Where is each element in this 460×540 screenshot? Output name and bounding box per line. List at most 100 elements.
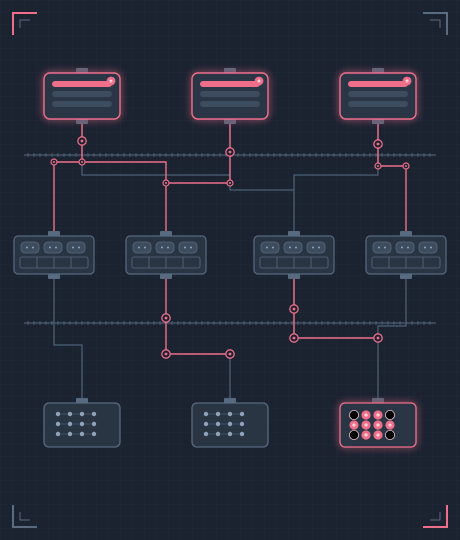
corner-bracket-icon [423, 12, 448, 35]
bottom-module-1[interactable] [43, 398, 121, 448]
empty-peg[interactable] [384, 409, 395, 420]
module-slot [200, 101, 260, 107]
junction-node-icon[interactable] [50, 158, 58, 166]
peg-dot[interactable] [227, 431, 233, 437]
peg-dot[interactable] [79, 411, 85, 417]
module-button[interactable] [260, 241, 280, 254]
corner-bracket-icon [430, 19, 441, 28]
peg-dot[interactable] [91, 421, 97, 427]
junction-node-icon[interactable] [78, 158, 86, 166]
junction-node-icon[interactable] [77, 136, 87, 146]
module-slot [52, 91, 112, 97]
plug-connector-icon [76, 398, 88, 403]
module-button[interactable] [395, 241, 415, 254]
peg-dot[interactable] [55, 431, 61, 437]
corner-bracket-icon [12, 505, 37, 528]
bus-lines [24, 153, 436, 325]
plug-connector-icon [372, 119, 384, 124]
peg-dot[interactable] [239, 431, 245, 437]
junction-node-icon[interactable] [374, 162, 382, 170]
peg-dot[interactable] [67, 431, 73, 437]
junction-node-icon[interactable] [289, 333, 299, 343]
corner-bracket-icon [12, 12, 37, 35]
plug-connector-icon [76, 68, 88, 73]
round-button-icon [109, 79, 113, 83]
junction-node-icon[interactable] [373, 139, 383, 149]
junction-node-icon[interactable] [225, 349, 235, 359]
junction-node-icon[interactable] [226, 179, 234, 187]
plug-connector-icon [288, 274, 300, 279]
module-button[interactable] [20, 241, 40, 254]
module-button[interactable] [43, 241, 63, 254]
peg-dot[interactable] [215, 411, 221, 417]
middle-module-2[interactable] [125, 231, 207, 279]
module-button[interactable] [178, 241, 198, 254]
peg-dot[interactable] [215, 421, 221, 427]
peg-dot[interactable] [203, 411, 209, 417]
peg-dot[interactable] [203, 431, 209, 437]
plug-connector-icon [288, 231, 300, 236]
module-slot [52, 81, 112, 87]
module-button[interactable] [283, 241, 303, 254]
module-button[interactable] [132, 241, 152, 254]
junctions [50, 136, 410, 359]
peg-dot[interactable] [79, 421, 85, 427]
module-button[interactable] [372, 241, 392, 254]
plug-connector-icon [400, 231, 412, 236]
middle-module-1[interactable] [13, 231, 95, 279]
peg-dot[interactable] [203, 421, 209, 427]
module-slot [348, 81, 408, 87]
top-module-1[interactable] [43, 68, 121, 124]
plug-connector-icon [400, 274, 412, 279]
module-button[interactable] [66, 241, 86, 254]
empty-peg[interactable] [384, 429, 395, 440]
top-module-3[interactable] [339, 68, 417, 124]
corner-bracket-icon [430, 512, 441, 521]
junction-node-icon[interactable] [161, 313, 171, 323]
peg-dot[interactable] [91, 411, 97, 417]
plug-connector-icon [76, 119, 88, 124]
module-slot [348, 91, 408, 97]
module-slot [200, 91, 260, 97]
bottom-module-2[interactable] [191, 398, 269, 448]
peg-dot[interactable] [67, 411, 73, 417]
peg-dot[interactable] [239, 421, 245, 427]
middle-module-4[interactable] [365, 231, 447, 279]
top-module-2[interactable] [191, 68, 269, 124]
plug-connector-icon [48, 231, 60, 236]
junction-node-icon[interactable] [402, 162, 410, 170]
modules [13, 68, 447, 448]
peg-dot[interactable] [91, 431, 97, 437]
wire-active [82, 161, 167, 236]
plug-connector-icon [160, 274, 172, 279]
peg-dot[interactable] [79, 431, 85, 437]
peg-dot[interactable] [215, 431, 221, 437]
peg-dot[interactable] [67, 421, 73, 427]
junction-node-icon[interactable] [373, 333, 383, 343]
module-button[interactable] [155, 241, 175, 254]
peg-dot[interactable] [55, 421, 61, 427]
peg-dot[interactable] [227, 421, 233, 427]
wire-inactive [53, 276, 83, 398]
junction-node-icon[interactable] [161, 349, 171, 359]
round-button-icon [257, 79, 261, 83]
module-button[interactable] [418, 241, 438, 254]
empty-peg[interactable] [348, 429, 359, 440]
plug-connector-icon [224, 119, 236, 124]
junction-node-icon[interactable] [225, 147, 235, 157]
peg-dot[interactable] [227, 411, 233, 417]
junction-node-icon[interactable] [289, 304, 299, 314]
peg-dot[interactable] [55, 411, 61, 417]
wire-inactive [377, 276, 407, 398]
empty-peg[interactable] [348, 409, 359, 420]
peg-dot[interactable] [239, 411, 245, 417]
junction-node-icon[interactable] [162, 179, 170, 187]
corner-bracket-icon [19, 512, 30, 521]
plug-connector-icon [48, 274, 60, 279]
module-button[interactable] [306, 241, 326, 254]
middle-module-3[interactable] [253, 231, 335, 279]
bottom-module-3[interactable] [339, 398, 417, 448]
module-slot [52, 101, 112, 107]
